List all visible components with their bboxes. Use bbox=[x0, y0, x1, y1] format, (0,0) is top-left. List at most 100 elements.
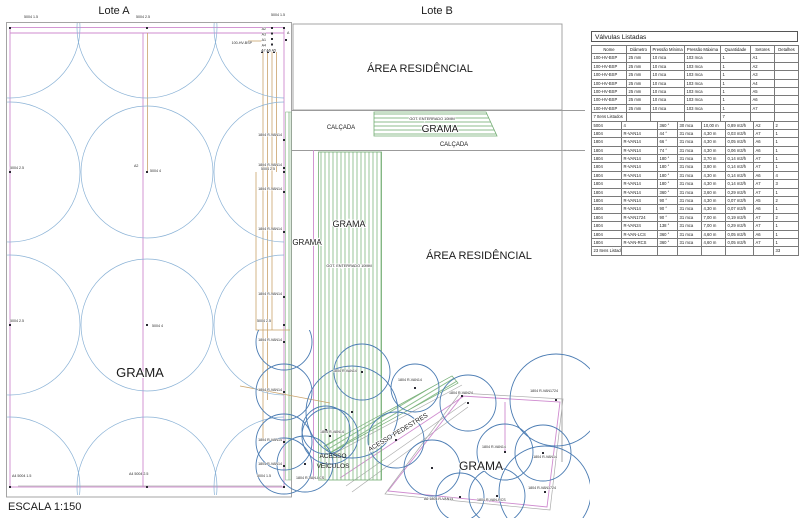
sprinkler-label: 1804 R-VAN-RCS bbox=[477, 498, 506, 502]
table-cell: 100-HV-BSP bbox=[591, 103, 627, 114]
grass-polygon-outline bbox=[384, 392, 564, 511]
equipment-marker bbox=[283, 27, 285, 29]
sprinkler-label: A2 bbox=[262, 27, 266, 31]
table-cell: 180 ° bbox=[657, 162, 678, 172]
sprinkler-radius-arc bbox=[514, 424, 572, 482]
table-cell bbox=[626, 112, 651, 122]
sprinkler-label: 1804 R-VAN14 bbox=[398, 378, 422, 382]
table-cell: 3 bbox=[773, 179, 799, 189]
sprinkler-label: 5004 2.5 bbox=[10, 319, 24, 323]
table-cell: A6 bbox=[753, 137, 774, 147]
table-cell bbox=[657, 246, 678, 256]
table-cell bbox=[650, 112, 685, 122]
table-cell: 7 bbox=[720, 112, 751, 122]
table-cell: 360 ° bbox=[657, 229, 678, 240]
table-cell: 1804 bbox=[591, 179, 622, 189]
equipment-marker bbox=[542, 452, 544, 454]
table-cell: 31 mca bbox=[677, 229, 702, 240]
sprinkler-radius-arc bbox=[255, 330, 313, 371]
equipment-marker bbox=[271, 38, 273, 40]
equipment-marker bbox=[504, 451, 506, 453]
table-cell: 180 ° bbox=[657, 154, 678, 164]
table-cell: A6 bbox=[753, 229, 774, 240]
table-cell bbox=[774, 95, 799, 105]
table-cell: A6 bbox=[753, 145, 774, 156]
sprinkler-label: 1804 R-VAN14 bbox=[482, 445, 506, 449]
table-cell: 4,30 m bbox=[701, 179, 726, 189]
table-cell: R-VAN14 bbox=[621, 162, 658, 172]
table-cell: R-VAN14 bbox=[621, 145, 658, 156]
table-cell: 0,14 m3/h bbox=[725, 162, 754, 172]
table-cell: 103 mca bbox=[684, 95, 721, 105]
equipment-marker bbox=[414, 387, 416, 389]
sprinkler-label: 1804 R-VAN14 bbox=[533, 455, 557, 459]
table-cell: 10 mca bbox=[650, 86, 685, 97]
sprinkler-label: 1804 R-VAN14 bbox=[320, 430, 344, 434]
sprinkler-label: A1 bbox=[262, 38, 266, 42]
sprinkler-label: 1804 R-VAN24 bbox=[449, 391, 473, 395]
table-cell: 7,00 m bbox=[701, 221, 726, 231]
table-cell: R-VAN14 bbox=[621, 137, 658, 147]
equipment-marker bbox=[329, 435, 331, 437]
table-cell bbox=[684, 112, 721, 122]
table-cell: A7 bbox=[753, 154, 774, 164]
table-row: 23 Itens Listados33 bbox=[591, 246, 799, 256]
table-cell: 10 mca bbox=[650, 70, 685, 80]
table-cell: 1 bbox=[773, 154, 799, 164]
table-cell: A7 bbox=[750, 103, 775, 114]
equipment-marker bbox=[271, 32, 273, 35]
column-header: Setores bbox=[750, 44, 775, 55]
equipment-marker bbox=[461, 395, 463, 397]
sprinkler-radius-arc bbox=[498, 445, 590, 518]
table-cell: A2 bbox=[750, 61, 775, 72]
table-cell: 4,30 m bbox=[701, 137, 726, 147]
area-label: Lote A bbox=[98, 5, 130, 17]
table-cell: A7 bbox=[753, 237, 774, 248]
sprinkler-radius-arc bbox=[333, 343, 391, 401]
table-cell: 2 bbox=[773, 212, 799, 223]
table-cell bbox=[774, 53, 799, 63]
table-cell: A7 bbox=[753, 162, 774, 172]
column-header: Pressão Máxima bbox=[684, 44, 721, 55]
sprinkler-label: A3 bbox=[262, 33, 266, 37]
sprinkler-radius-arc bbox=[213, 101, 284, 243]
table-cell: 1 bbox=[773, 137, 799, 147]
equipment-marker bbox=[283, 465, 285, 467]
equipment-marker bbox=[283, 167, 285, 169]
table-cell: R-VAN14 bbox=[621, 179, 658, 189]
table-cell: 1804 bbox=[591, 162, 622, 172]
table-cell: 25 mm bbox=[626, 86, 651, 97]
sprinkler-label: A6 1804 R-VAN14 bbox=[424, 497, 453, 501]
grass-strip-edge bbox=[285, 111, 292, 481]
table-cell: 1804 bbox=[591, 128, 622, 139]
table-cell: 1 bbox=[773, 145, 799, 156]
sprinkler-radius-arc bbox=[255, 413, 313, 471]
table-cell bbox=[774, 78, 799, 88]
equipment-marker bbox=[459, 496, 461, 498]
equipment-markers bbox=[9, 27, 557, 498]
table-cell: 100-HV-BSP bbox=[591, 78, 627, 88]
table-cell: 23 Itens Listados bbox=[591, 246, 622, 256]
table-cell: 138 ° bbox=[657, 221, 678, 231]
table-cell: 10 mca bbox=[650, 78, 685, 88]
table-cell: 0,05 m3/h bbox=[725, 237, 754, 248]
grass-polygon-bottom-right bbox=[387, 395, 561, 508]
sprinkler-radius-arc bbox=[390, 363, 440, 413]
area-label: ÁREA RESIDÊNCIAL bbox=[426, 249, 532, 262]
sprinkler-label: 1804 R-VAN1724 bbox=[528, 486, 556, 490]
equipment-marker bbox=[9, 27, 11, 29]
table-cell: 4,30 m bbox=[701, 128, 726, 139]
table-cell: 1804 bbox=[591, 145, 622, 156]
table-cell: 1804 bbox=[591, 154, 622, 164]
sprinkler-radius-arc bbox=[476, 423, 534, 481]
sprinkler-label: 1804 R-VAN-LCS bbox=[296, 476, 325, 480]
table-cell: R-VAN1724 bbox=[621, 212, 658, 223]
table-cell: A2 bbox=[753, 120, 774, 130]
